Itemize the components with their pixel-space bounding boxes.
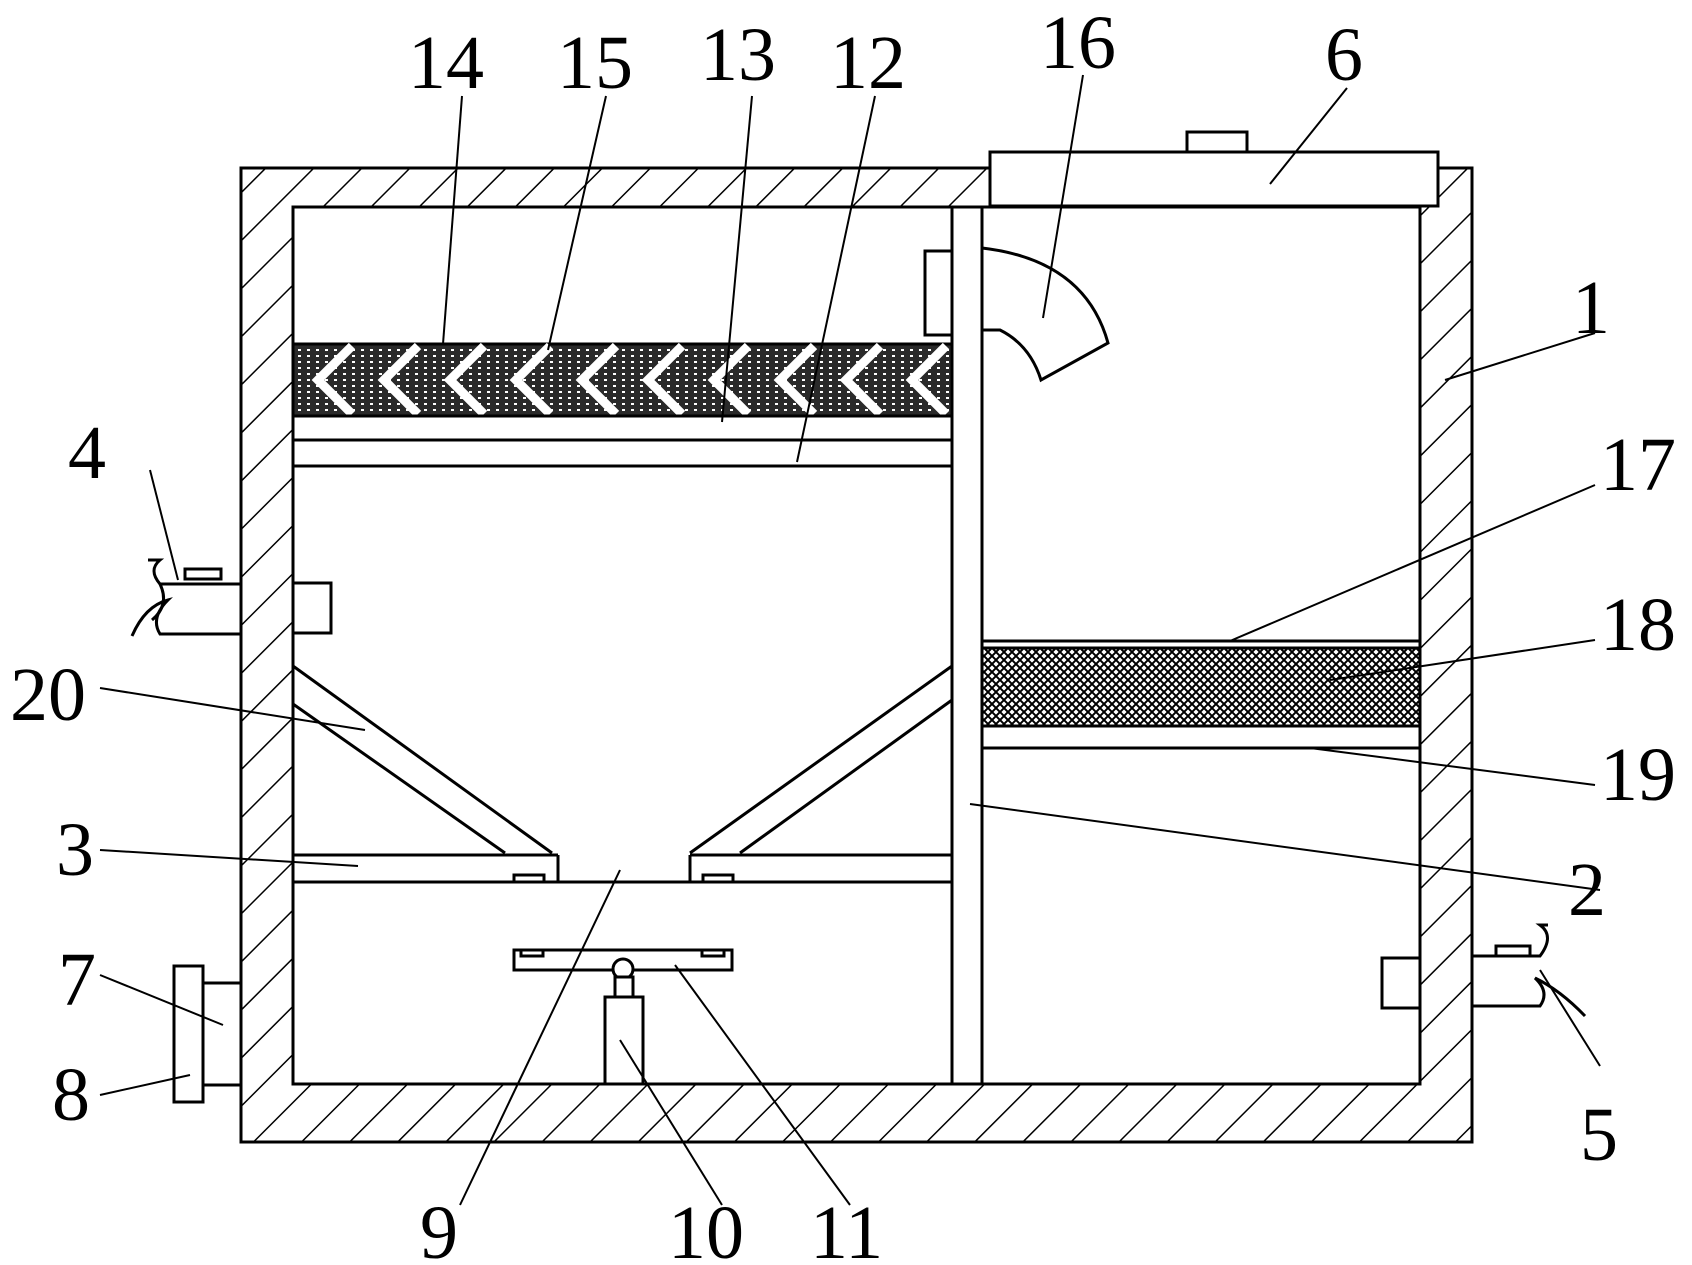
right-filter — [980, 639, 1422, 750]
outlet-pipe — [1380, 923, 1587, 1018]
label-11: 11 — [810, 1191, 883, 1265]
label-4: 4 — [68, 411, 106, 495]
chevron-mark — [773, 342, 818, 418]
label-9: 9 — [420, 1191, 458, 1265]
label-16: 16 — [1040, 1, 1116, 85]
chevron-mark — [377, 342, 422, 418]
partition-wall — [950, 205, 984, 1086]
label-18: 18 — [1600, 583, 1676, 667]
chevron-mark — [839, 342, 884, 418]
label-17: 17 — [1600, 423, 1676, 507]
label-1: 1 — [1572, 266, 1610, 350]
chevron-mark — [509, 342, 554, 418]
drain-valve — [172, 964, 243, 1104]
label-13: 13 — [700, 13, 776, 97]
label-2: 2 — [1568, 848, 1606, 932]
chevron-mark — [641, 342, 686, 418]
label-5: 5 — [1580, 1093, 1618, 1177]
curved-pipe — [923, 246, 1110, 383]
chevron-mark — [707, 342, 752, 418]
label-6: 6 — [1325, 13, 1363, 97]
top-cover — [988, 130, 1440, 208]
label-3: 3 — [56, 808, 94, 892]
label-7: 7 — [58, 938, 96, 1022]
part-labels: 1 2 3 4 5 6 7 8 9 10 11 12 13 14 15 16 1… — [10, 1, 1676, 1265]
lift-assembly — [512, 948, 734, 1086]
chevron-mark — [575, 342, 620, 418]
label-14: 14 — [408, 21, 484, 105]
label-8: 8 — [52, 1053, 90, 1137]
chevron-mark — [905, 342, 950, 418]
leader-lines — [99, 74, 1601, 1206]
chevron-mark — [443, 342, 488, 418]
label-19: 19 — [1600, 733, 1676, 817]
label-15: 15 — [557, 21, 633, 105]
funnel — [292, 664, 953, 884]
label-10: 10 — [668, 1191, 744, 1265]
chevron-mark — [311, 342, 356, 418]
label-12: 12 — [830, 21, 906, 105]
inlet-pipe — [130, 558, 333, 637]
left-filter-layer — [291, 342, 954, 468]
label-20: 20 — [10, 653, 86, 737]
